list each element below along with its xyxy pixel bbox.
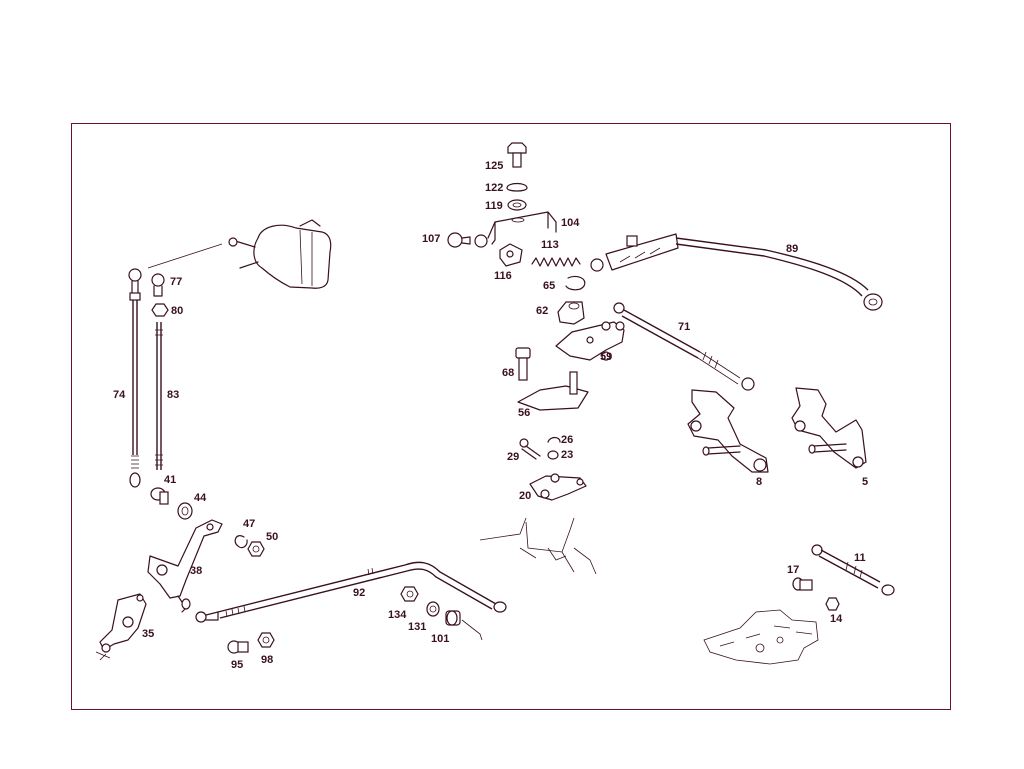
nut-134: [400, 586, 419, 602]
callout-113: 113: [541, 239, 559, 251]
callout-89: 89: [786, 243, 799, 255]
callout-65: 65: [543, 280, 556, 292]
washer-131: [426, 601, 440, 617]
callout-95: 95: [231, 659, 244, 671]
clip-47: [234, 535, 248, 549]
ball-77: [151, 273, 165, 297]
clip-26: [547, 436, 561, 443]
callout-116: 116: [494, 270, 512, 282]
nut-14: [825, 597, 840, 611]
washer-119: [507, 199, 527, 211]
callout-35: 35: [142, 628, 155, 640]
callout-11: 11: [854, 552, 866, 564]
callout-125: 125: [485, 160, 504, 172]
callout-98: 98: [261, 654, 274, 666]
bolt-125: [507, 142, 527, 168]
housing-fragment: [479, 517, 597, 575]
lever-20: [529, 473, 587, 501]
callout-47: 47: [243, 518, 256, 530]
callout-92: 92: [353, 587, 366, 599]
bracket-38: [147, 519, 223, 613]
callout-71: 71: [678, 321, 691, 333]
callout-74: 74: [113, 389, 126, 401]
rod-11: [811, 544, 895, 596]
bushing-101: [445, 610, 483, 641]
transmission-housing: [703, 609, 819, 665]
block-62: [557, 301, 585, 325]
callout-131: 131: [408, 621, 427, 633]
ball-pin-116: [474, 234, 523, 267]
callout-80: 80: [171, 305, 184, 317]
callout-29: 29: [507, 451, 520, 463]
lever-59: [555, 321, 625, 361]
callout-83: 83: [167, 389, 180, 401]
rod-92: [195, 561, 507, 623]
callout-104: 104: [561, 217, 580, 229]
callout-122: 122: [485, 182, 504, 194]
callout-20: 20: [519, 490, 532, 502]
callout-101: 101: [431, 633, 450, 645]
callout-107: 107: [422, 233, 441, 245]
callout-23: 23: [561, 449, 574, 461]
rod-89: [590, 233, 883, 311]
callout-8: 8: [756, 476, 763, 488]
callout-44: 44: [194, 492, 207, 504]
linkage-35: [95, 593, 147, 661]
bushing-41: [150, 487, 169, 505]
lever-8: [687, 389, 769, 473]
callout-59: 59: [600, 351, 613, 363]
rod-71: [613, 302, 755, 391]
pin-17: [792, 577, 813, 591]
callout-38: 38: [190, 565, 203, 577]
actuator-housing: [147, 219, 332, 289]
rod-83: [155, 322, 163, 470]
nut-50: [247, 541, 265, 557]
callout-5: 5: [862, 476, 869, 488]
callout-17: 17: [787, 564, 800, 576]
callout-14: 14: [830, 613, 843, 625]
lever-5: [791, 387, 867, 469]
callout-77: 77: [170, 276, 183, 288]
diagram-frame: [71, 123, 951, 710]
callout-26: 26: [561, 434, 574, 446]
nut-98: [257, 632, 275, 648]
nut-80: [151, 303, 169, 317]
pin-29: [519, 438, 541, 460]
clip-65: [565, 275, 586, 291]
washer-44: [177, 502, 193, 520]
callout-50: 50: [266, 531, 279, 543]
callout-56: 56: [518, 407, 531, 419]
washer-23: [547, 450, 559, 460]
rod-74: [128, 268, 142, 488]
ball-pin-95: [227, 640, 249, 654]
washer-122: [506, 182, 528, 192]
callout-62: 62: [536, 305, 549, 317]
callout-119: 119: [485, 200, 503, 212]
callout-41: 41: [164, 474, 177, 486]
bolt-68: [515, 347, 531, 381]
callout-68: 68: [502, 367, 515, 379]
ball-107: [447, 232, 471, 248]
plate-56: [517, 371, 589, 411]
callout-134: 134: [388, 609, 407, 621]
bracket-104: [487, 211, 557, 245]
spring-113: [531, 257, 581, 267]
